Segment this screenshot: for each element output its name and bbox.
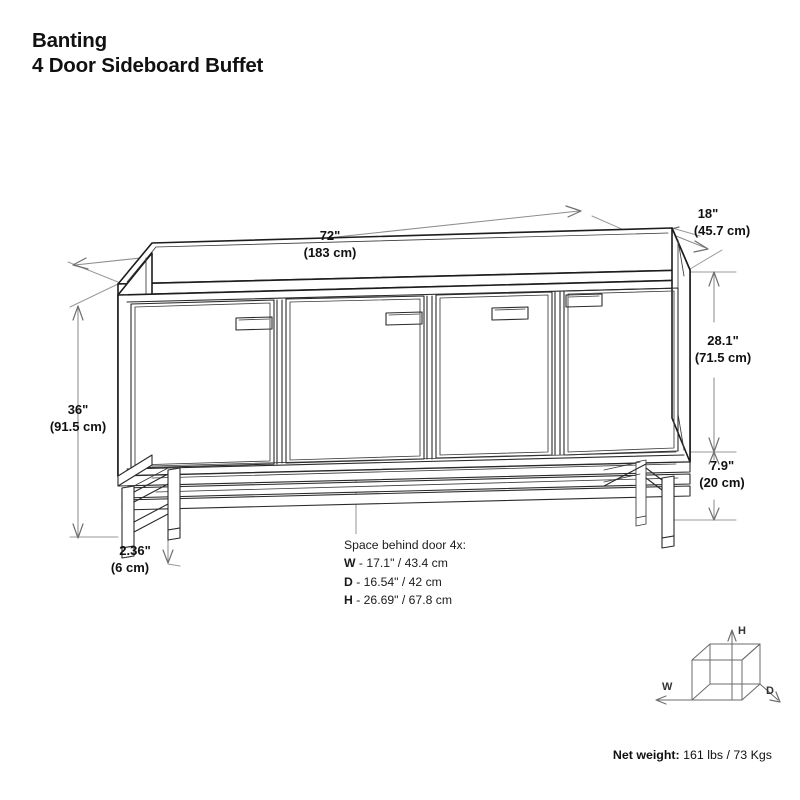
cabinet-front-carcass xyxy=(117,279,691,477)
cabinet-height-imperial: 28.1" xyxy=(707,333,738,348)
foot-height-dimension-group xyxy=(162,537,181,567)
cabinet-height-metric: (71.5 cm) xyxy=(695,350,751,365)
interior-value-h: 26.69" / 67.8 cm xyxy=(363,592,452,607)
base-leg-back-left xyxy=(167,467,181,541)
overall-height-dimension-group xyxy=(69,283,119,539)
interior-space-row-d: D - 16.54" / 42 cm xyxy=(344,573,466,591)
base-height-dimension-group xyxy=(671,451,737,521)
interior-key-d: D xyxy=(344,574,353,589)
base-height-metric: (20 cm) xyxy=(699,475,745,490)
net-weight-label: Net weight: xyxy=(612,748,680,762)
net-weight-value: 161 lbs / 73 Kgs xyxy=(679,748,772,762)
product-name: 4 Door Sideboard Buffet xyxy=(32,54,264,77)
axis-label-height: H xyxy=(738,625,746,637)
interior-key-w: W xyxy=(344,556,356,571)
interior-sep-h: - xyxy=(352,592,364,607)
depth-dimension-metric: (45.7 cm) xyxy=(694,223,750,238)
interior-space-row-w: W - 17.1" / 43.4 cm xyxy=(344,554,466,572)
product-brand: Banting xyxy=(32,29,107,52)
interior-value-w: 17.1" / 43.4 cm xyxy=(366,556,448,571)
interior-space-row-h: H - 26.69" / 67.8 cm xyxy=(344,591,466,609)
base-leg-back-right xyxy=(635,459,647,527)
door-4[interactable] xyxy=(563,287,679,456)
width-dimension-imperial: 72" xyxy=(320,228,341,243)
net-weight-block: Net weight: 161 lbs / 73 Kgs xyxy=(613,748,772,762)
depth-dimension-imperial: 18" xyxy=(698,206,719,221)
interior-space-spec: Space behind door 4x: W - 17.1" / 43.4 c… xyxy=(344,536,466,609)
interior-key-h: H xyxy=(344,592,353,607)
interior-space-heading: Space behind door 4x: xyxy=(344,538,466,552)
interior-sep-d: - xyxy=(352,574,364,589)
title-block: Banting 4 Door Sideboard Buffet xyxy=(32,28,263,78)
base-height-imperial: 7.9" xyxy=(710,458,734,473)
overall-height-metric: (91.5 cm) xyxy=(50,419,106,434)
axis-label-width: W xyxy=(662,681,673,693)
base-frame xyxy=(117,451,691,559)
foot-height-imperial: 2.36" xyxy=(119,543,150,558)
door-panels xyxy=(130,287,679,469)
axis-legend-cube: H W D xyxy=(655,625,781,705)
door-handle-1[interactable] xyxy=(235,316,273,331)
foot-height-metric: (6 cm) xyxy=(111,560,149,575)
door-handle-3[interactable] xyxy=(491,306,529,321)
door-handle-2[interactable] xyxy=(385,311,423,326)
width-dimension-metric: (183 cm) xyxy=(304,245,357,260)
base-leg-front-left xyxy=(121,485,135,559)
interior-value-d: 16.54" / 42 cm xyxy=(363,574,442,589)
axis-label-depth: D xyxy=(766,685,774,697)
overall-height-imperial: 36" xyxy=(68,402,89,417)
door-handle-4[interactable] xyxy=(565,293,603,308)
interior-sep-w: - xyxy=(355,556,367,571)
base-leg-front-right xyxy=(661,475,675,549)
door-1[interactable] xyxy=(130,299,275,469)
